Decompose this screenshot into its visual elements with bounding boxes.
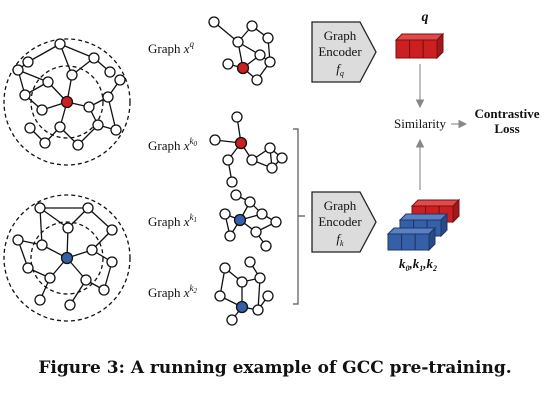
encoder-q-line1: Graph <box>324 28 357 43</box>
outer-dashed-circle <box>3 194 131 322</box>
contrastive-loss-line1: Contrastive <box>475 106 540 121</box>
encoder-k-fn: fk <box>336 231 344 248</box>
encoder-k-line2: Encoder <box>318 214 362 229</box>
encoder-k-line1: Graph <box>324 198 357 213</box>
outer-dashed-circle <box>3 38 131 166</box>
figure-caption: Figure 3: A running example of GCC pre-t… <box>38 358 512 378</box>
encoder-k-block: Graph Encoder fk <box>311 191 377 253</box>
k-embeddings <box>386 198 461 252</box>
graph-label-xk2: Graph xk2 <box>148 283 198 300</box>
subgraph-q <box>208 16 276 86</box>
left-graph-bottom <box>3 194 131 322</box>
encoder-q-fn: fq <box>336 61 344 78</box>
center-node-red <box>60 95 74 109</box>
encoder-q-block: Graph Encoder fq <box>311 21 377 83</box>
graph-label-xk0: Graph xk0 <box>148 136 198 153</box>
k-labels: k0,k1,k2 <box>399 256 437 273</box>
encoder-q-line2: Encoder <box>318 44 362 59</box>
subgraph-k2 <box>214 256 274 326</box>
keys-bracket <box>293 128 305 305</box>
similarity-label: Similarity <box>394 116 447 131</box>
contrastive-loss-line2: Loss <box>494 121 519 136</box>
left-graph-top <box>3 38 131 166</box>
inner-dashed-circle <box>30 65 104 139</box>
inner-dashed-circle <box>30 221 104 295</box>
graph-label-xk1: Graph xk1 <box>148 212 197 229</box>
q-embedding <box>394 32 445 60</box>
subgraph-k0 <box>209 111 288 188</box>
center-node-blue <box>60 251 74 265</box>
q-label: q <box>422 10 429 25</box>
graph-label-xq: Graph xq <box>148 39 195 56</box>
subgraph-k1 <box>219 189 282 252</box>
